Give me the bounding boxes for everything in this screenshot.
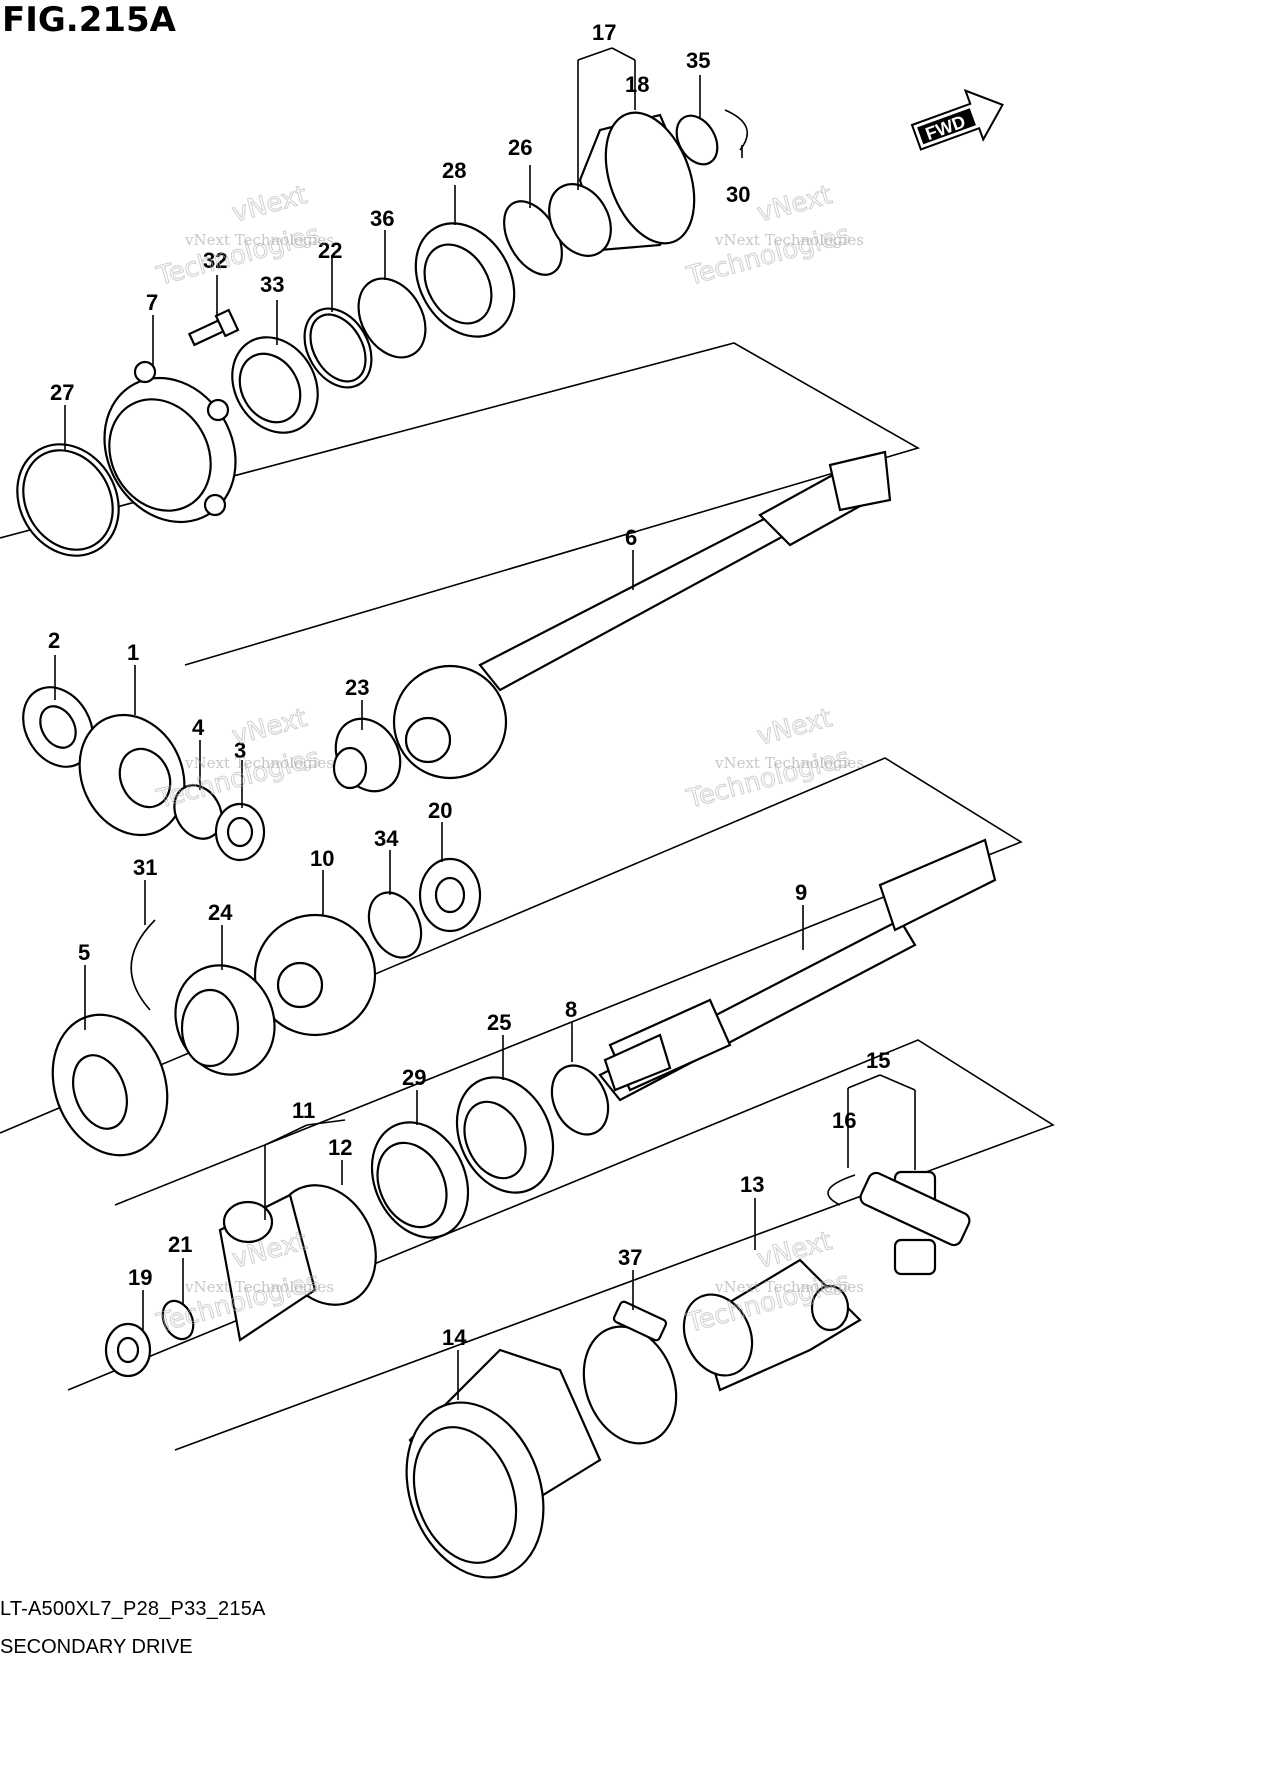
callout-6: 6 [625,525,637,550]
callout-8: 8 [565,997,577,1022]
callout-21: 21 [168,1232,192,1257]
callout-28: 28 [442,158,466,183]
callout-37: 37 [618,1245,642,1270]
callout-1: 1 [127,640,139,665]
watermark-outline-line1: vNext [229,180,310,229]
callout-25: 25 [487,1010,511,1035]
callout-24: 24 [208,900,233,925]
callout-34: 34 [374,826,399,851]
watermark-outline-line1: vNext [754,180,835,229]
callout-29: 29 [402,1065,426,1090]
callout-12: 12 [328,1135,352,1160]
callout-35: 35 [686,48,710,73]
callout-10: 10 [310,846,334,871]
watermarks: vNext Technologies vNext Technologies vN… [153,180,864,1340]
watermark-outline-line1: vNext [229,703,310,752]
callout-33: 33 [260,272,284,297]
callout-14: 14 [442,1325,467,1350]
callout-15: 15 [866,1048,890,1073]
callout-19: 19 [128,1265,152,1290]
model-code: LT-A500XL7_P28_P33_215A [0,1598,266,1620]
callout-20: 20 [428,798,452,823]
callout-4: 4 [192,715,205,740]
watermark-text: vNext Technologies [714,754,864,772]
callout-7: 7 [146,290,158,315]
section-name: SECONDARY DRIVE [0,1636,193,1658]
callout-26: 26 [508,135,532,160]
callout-9: 9 [795,880,807,905]
watermark-text: vNext Technologies [714,231,864,249]
watermark-outline-line1: vNext [754,703,835,752]
callout-27: 27 [50,380,74,405]
callout-17: 17 [592,20,616,45]
watermark-text: vNext Technologies [184,231,334,249]
panel-outlines [0,342,1055,1451]
callout-numbers: 17 18 35 30 26 28 36 22 32 33 7 27 6 2 1… [48,20,890,1350]
watermark-text: vNext Technologies [714,1278,864,1296]
callout-5: 5 [78,940,90,965]
callout-22: 22 [318,238,342,263]
callout-23: 23 [345,675,369,700]
callout-13: 13 [740,1172,764,1197]
callout-36: 36 [370,206,394,231]
part-shapes [16,109,997,1579]
fwd-direction-badge: FWD [910,88,1004,151]
callout-18: 18 [625,72,649,97]
watermark-text: vNext Technologies [184,754,334,772]
callout-2: 2 [48,628,60,653]
callout-16: 16 [832,1108,856,1133]
callout-11: 11 [292,1098,315,1123]
callout-31: 31 [133,855,157,880]
figure-title: FIG.215A [2,0,176,40]
callout-32: 32 [203,248,227,273]
leader-lines [54,47,916,1400]
callout-3: 3 [234,738,246,763]
callout-30: 30 [726,182,750,207]
watermark-text: vNext Technologies [184,1278,334,1296]
